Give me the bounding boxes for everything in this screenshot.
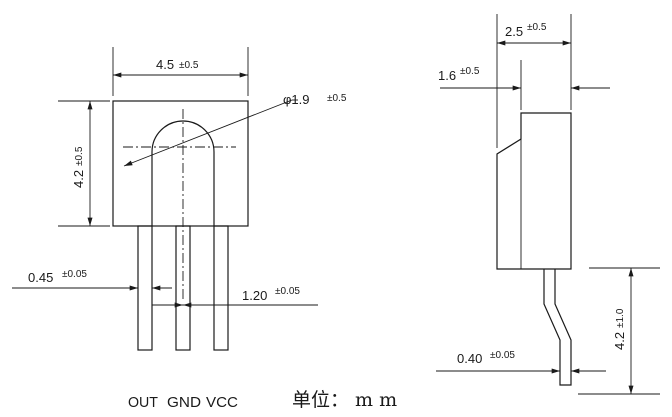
unit-label: 单位： m m [292, 389, 397, 411]
lead-length-value: 4.2 [612, 332, 627, 350]
lead-length-dimension: 4.2 ±1.0 [578, 267, 660, 395]
width-value: 4.5 [156, 57, 174, 72]
lead-thickness-value: 0.40 [457, 351, 482, 366]
pin-label-gnd: GND [167, 394, 201, 411]
depth-dimension: 2.5 ±0.5 [496, 14, 572, 148]
width-dimension: 4.5 ±0.5 [112, 47, 249, 96]
side-view: 2.5 ±0.5 1.6 ±0.5 4.2 ±1.0 0.40 ±0.0 [436, 14, 660, 395]
pitch-value: 1.20 [242, 288, 267, 303]
front-view: 4.5 ±0.5 4.2 ±0.5 φ1.9 ±0.5 0.45 ±0.05 [12, 47, 347, 411]
pitch-dimension: 1.20 ±0.05 [152, 286, 318, 308]
lead-vcc [213, 225, 229, 351]
lens-offset-tolerance: ±0.5 [460, 66, 480, 77]
lens-offset-value: 1.6 [438, 68, 456, 83]
depth-value: 2.5 [505, 24, 523, 39]
height-dimension: 4.2 ±0.5 [58, 100, 110, 227]
lead-out [137, 225, 153, 351]
lens-diameter-tolerance: ±0.5 [327, 93, 347, 104]
lead-gnd [175, 225, 191, 351]
height-tolerance: ±0.5 [74, 146, 85, 166]
lead-width-tolerance: ±0.05 [62, 269, 87, 280]
lead-width-dimension: 0.45 ±0.05 [12, 269, 172, 291]
pin-label-out: OUT [128, 394, 158, 411]
lens-diameter-value: φ1.9 [283, 92, 310, 107]
lead-thickness-dimension: 0.40 ±0.05 [436, 350, 606, 374]
height-value: 4.2 [71, 170, 86, 188]
lead-width-value: 0.45 [28, 270, 53, 285]
lead-thickness-tolerance: ±0.05 [490, 350, 515, 361]
pitch-tolerance: ±0.05 [275, 286, 300, 297]
lead-length-tolerance: ±1.0 [615, 308, 626, 328]
sensor-body [112, 100, 249, 227]
lens-offset-dimension: 1.6 ±0.5 [438, 60, 610, 110]
side-body [496, 112, 572, 270]
lens-diameter-dimension: φ1.9 ±0.5 [123, 92, 347, 167]
lens-dome [151, 120, 215, 226]
side-lead [543, 269, 572, 386]
width-tolerance: ±0.5 [179, 60, 199, 71]
depth-tolerance: ±0.5 [527, 22, 547, 33]
pin-label-vcc: VCC [206, 394, 238, 411]
